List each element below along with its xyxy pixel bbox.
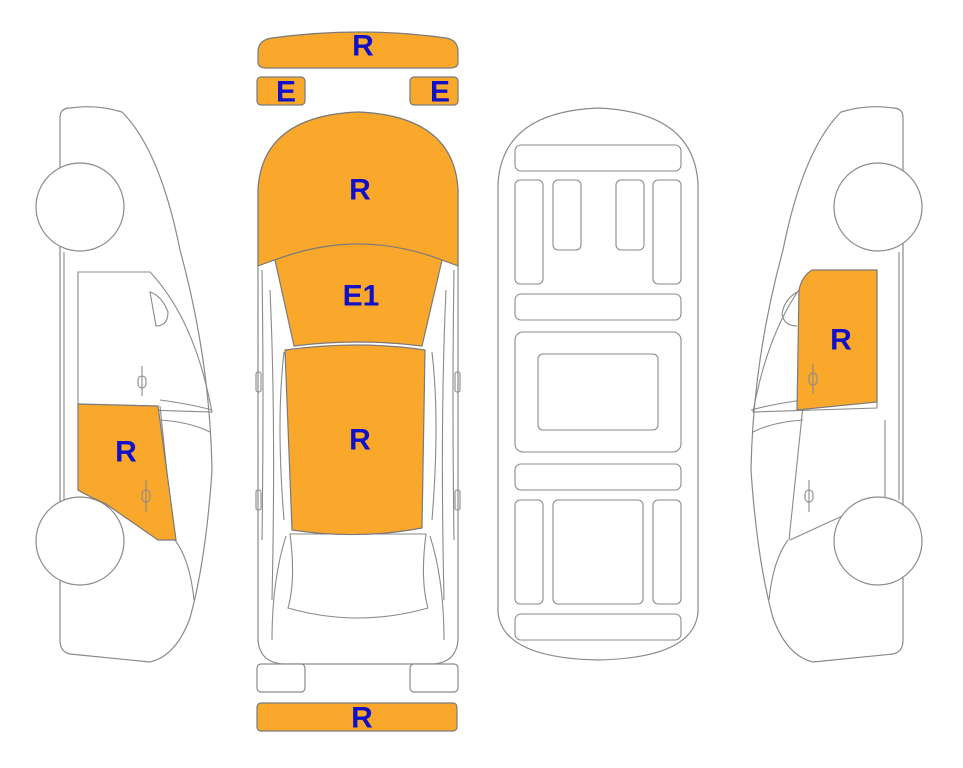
rear-bumper-panel[interactable]	[256, 702, 458, 732]
interior-view	[497, 107, 699, 661]
left-rear-door-panel[interactable]	[77, 403, 177, 541]
windshield-label: E1	[343, 280, 380, 313]
left-front-wheel	[35, 162, 125, 252]
right-front-door-label: R	[830, 324, 852, 357]
top-view: R E E R E1 R R	[255, 30, 461, 735]
left-mirror-panel[interactable]	[256, 76, 306, 106]
right-side-view: R	[750, 106, 923, 663]
left-side-view: R	[35, 106, 213, 663]
interior-outline	[497, 107, 699, 661]
left-rear-wheel	[35, 496, 125, 586]
right-mirror-label: E	[430, 76, 450, 109]
roof-panel[interactable]	[284, 344, 426, 536]
left-mirror-label: E	[276, 76, 296, 109]
right-mirror-panel[interactable]	[409, 76, 459, 106]
front-bumper-panel[interactable]	[257, 31, 459, 69]
hood-label: R	[349, 174, 371, 207]
windshield-panel[interactable]	[274, 243, 443, 347]
rear-bumper-label: R	[351, 702, 373, 735]
right-rear-wheel	[833, 496, 923, 586]
left-rear-door-label: R	[115, 436, 137, 469]
roof-label: R	[349, 424, 371, 457]
front-bumper-label: R	[352, 30, 374, 63]
right-front-wheel	[833, 162, 923, 252]
